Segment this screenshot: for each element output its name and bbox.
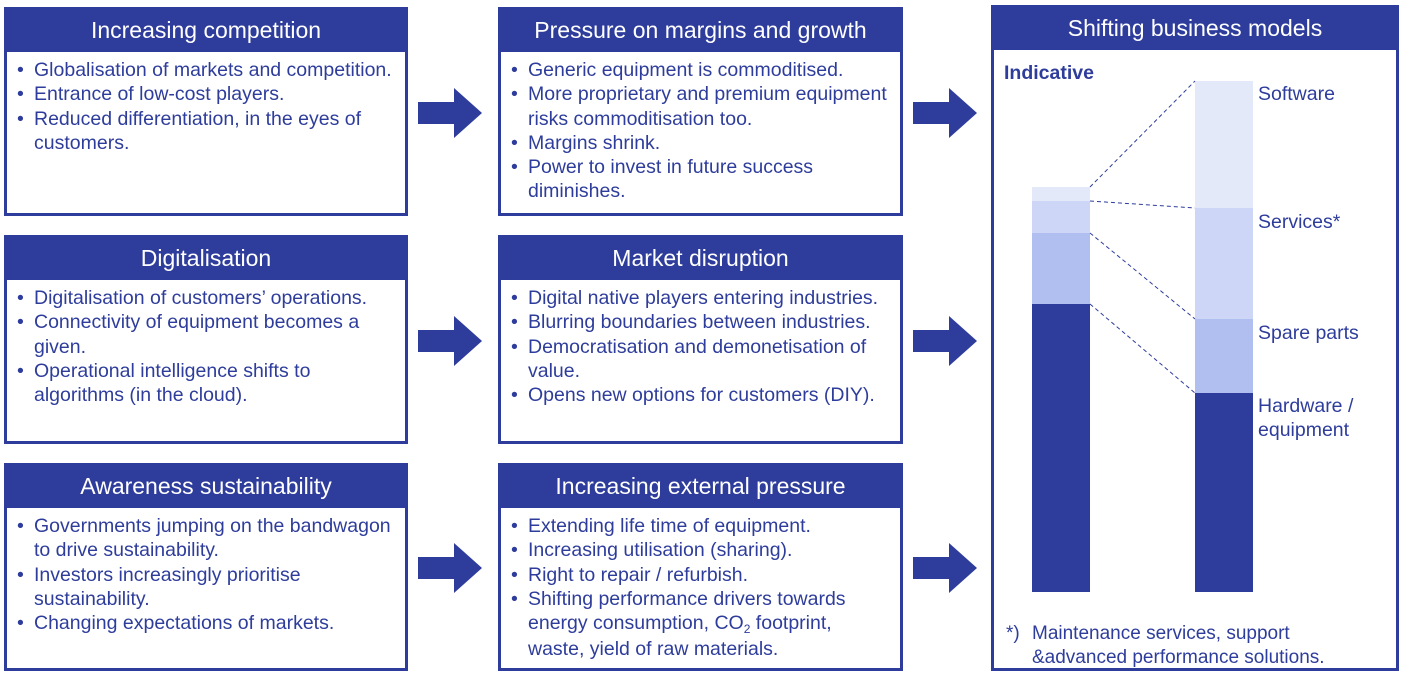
label-services: Services* xyxy=(1258,211,1341,233)
indicative-tag: Indicative xyxy=(1004,62,1094,84)
bullet-item: Generic equipment is commoditised. xyxy=(509,58,892,83)
box-title: Increasing competition xyxy=(7,10,405,52)
current-software-segment xyxy=(1032,187,1090,201)
box-title: Shifting business models xyxy=(994,8,1396,50)
bullet-list: Extending life time of equipment. Increa… xyxy=(509,514,892,662)
bullet-item: Margins shrink. xyxy=(509,131,892,156)
future-spare-parts-segment xyxy=(1195,319,1253,393)
box-external-pressure: Increasing external pressure Extending l… xyxy=(498,463,903,671)
bullet-item: More proprietary and premium equipment r… xyxy=(509,82,892,131)
bullet-item: Blurring boundaries between industries. xyxy=(509,310,892,335)
bullet-item: Shifting performance drivers towards ene… xyxy=(509,587,892,662)
bullet-item: Extending life time of equipment. xyxy=(509,514,892,539)
bullet-item: Opens new options for customers (DIY). xyxy=(509,383,892,408)
current-spare-parts-segment xyxy=(1032,233,1090,304)
right-arrow-icon xyxy=(418,543,482,593)
bullet-item: Digital native players entering industri… xyxy=(509,286,892,311)
box-pressure-margins: Pressure on margins and growth Generic e… xyxy=(498,7,903,216)
future-hardware-segment xyxy=(1195,393,1253,592)
bullet-list: Digitalisation of customers’ operations.… xyxy=(15,286,397,407)
label-hardware-line1: Hardware / xyxy=(1258,395,1354,417)
footnote-line1: Maintenance services, support xyxy=(1032,623,1290,644)
box-market-disruption: Market disruption Digital native players… xyxy=(498,235,903,444)
right-arrow-icon xyxy=(913,316,977,366)
bullet-item: Right to repair / refurbish. xyxy=(509,563,892,588)
box-title: Pressure on margins and growth xyxy=(501,10,900,52)
future-software-segment xyxy=(1195,81,1253,208)
bullet-item: Entrance of low-cost players. xyxy=(15,82,397,107)
bullet-text: Shifting performance drivers towards ene… xyxy=(528,587,846,635)
bullet-item: Investors increasingly prioritise sustai… xyxy=(15,563,397,612)
bullet-item: Democratisation and demonetisation of va… xyxy=(509,335,892,384)
bullet-item: Globalisation of markets and competition… xyxy=(15,58,397,83)
connector-line xyxy=(1089,303,1196,394)
box-shifting-business-models: Shifting business models Indicative Soft… xyxy=(991,5,1399,671)
right-arrow-icon xyxy=(913,88,977,138)
future-services-segment xyxy=(1195,208,1253,319)
box-increasing-competition: Increasing competition Globalisation of … xyxy=(4,7,408,216)
connector-line xyxy=(1089,232,1196,320)
bullet-item: Power to invest in future success dimini… xyxy=(509,155,892,204)
right-arrow-icon xyxy=(418,88,482,138)
connector-line xyxy=(1089,80,1196,188)
stacked-bars xyxy=(1032,80,1253,592)
bullet-list: Digital native players entering industri… xyxy=(509,286,892,408)
bullet-item: Reduced differentiation, in the eyes of … xyxy=(15,107,397,156)
bullet-list: Governments jumping on the bandwagon to … xyxy=(15,514,397,636)
box-title: Awareness sustainability xyxy=(7,466,405,508)
box-title: Digitalisation xyxy=(7,238,405,280)
bullet-item: Operational intelligence shifts to algor… xyxy=(15,359,397,408)
footnote-marker: *) xyxy=(1006,623,1020,644)
bullet-text: footprint, waste, yield of raw materials… xyxy=(528,612,832,661)
footnote: *) Maintenance services, support &advance… xyxy=(1006,622,1325,670)
subscript: 2 xyxy=(743,622,751,637)
box-title: Market disruption xyxy=(501,238,900,280)
box-digitalisation: Digitalisation Digitalisation of custome… xyxy=(4,235,408,444)
bullet-item: Increasing utilisation (sharing). xyxy=(509,538,892,563)
box-awareness-sustainability: Awareness sustainability Governments jum… xyxy=(4,463,408,671)
label-spare-parts: Spare parts xyxy=(1258,322,1359,344)
connector-line xyxy=(1089,200,1196,209)
right-arrow-icon xyxy=(418,316,482,366)
label-hardware-line2: equipment xyxy=(1258,419,1350,441)
bullet-list: Generic equipment is commoditised. More … xyxy=(509,58,892,204)
right-arrow-icon xyxy=(913,543,977,593)
bullet-item: Changing expectations of markets. xyxy=(15,611,397,636)
current-services-segment xyxy=(1032,201,1090,233)
bullet-item: Governments jumping on the bandwagon to … xyxy=(15,514,397,563)
bullet-item: Connectivity of equipment becomes a give… xyxy=(15,310,397,359)
current-hardware-segment xyxy=(1032,304,1090,592)
bullet-list: Globalisation of markets and competition… xyxy=(15,58,397,155)
label-hardware: Hardware / equipment xyxy=(1258,394,1353,442)
bullet-item: Digitalisation of customers’ operations. xyxy=(15,286,397,311)
box-title: Increasing external pressure xyxy=(501,466,900,508)
label-software: Software xyxy=(1258,83,1335,105)
footnote-line2: &advanced performance solutions. xyxy=(1032,647,1325,668)
